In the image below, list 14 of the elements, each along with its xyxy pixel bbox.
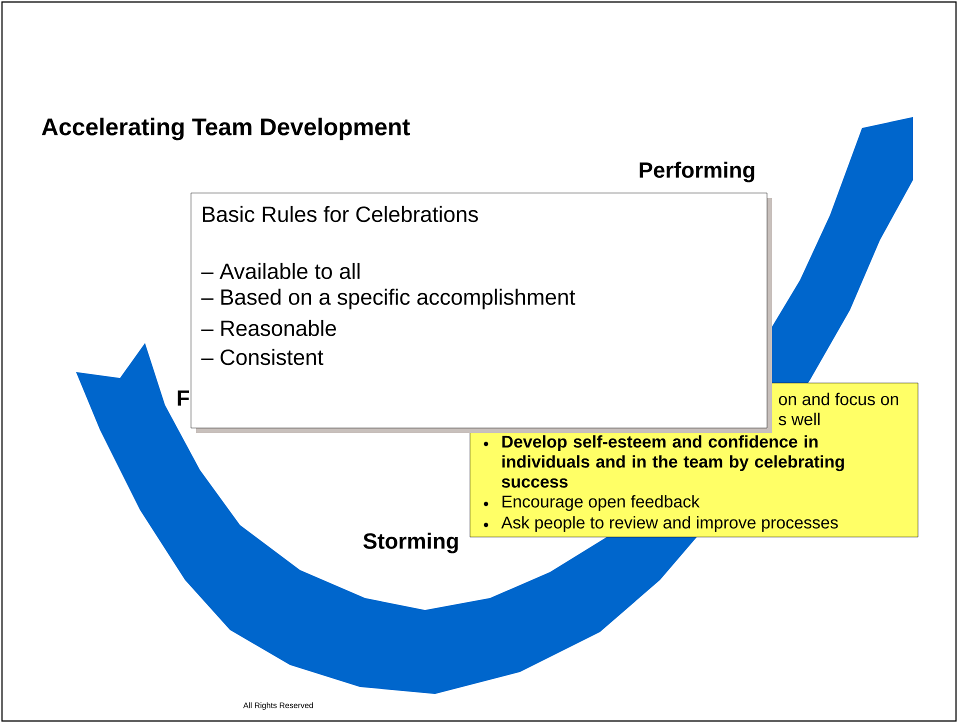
bullet-text: Encourage open feedback <box>502 495 700 511</box>
bullet-text: Ask people to review and improve processes <box>501 516 838 532</box>
list-item: – Available to all <box>201 262 360 280</box>
bullet-text: s well <box>778 412 820 426</box>
list-item: – Consistent <box>201 348 324 366</box>
footer-text: All Rights Reserved <box>243 702 313 710</box>
bullet-text: Develop self-esteem and confidence in individuals and in the team by celebrating success <box>502 435 844 488</box>
title: Accelerating Team Development <box>42 118 410 140</box>
bullet-text: on and focus on <box>778 392 898 406</box>
list-item: – Reasonable <box>201 320 336 336</box>
rules-box <box>190 192 768 428</box>
stage-label: Storming <box>363 532 458 554</box>
list-item: – Based on a specific accomplishment <box>201 288 576 310</box>
box-heading: Basic Rules for Celebrations <box>203 206 478 222</box>
